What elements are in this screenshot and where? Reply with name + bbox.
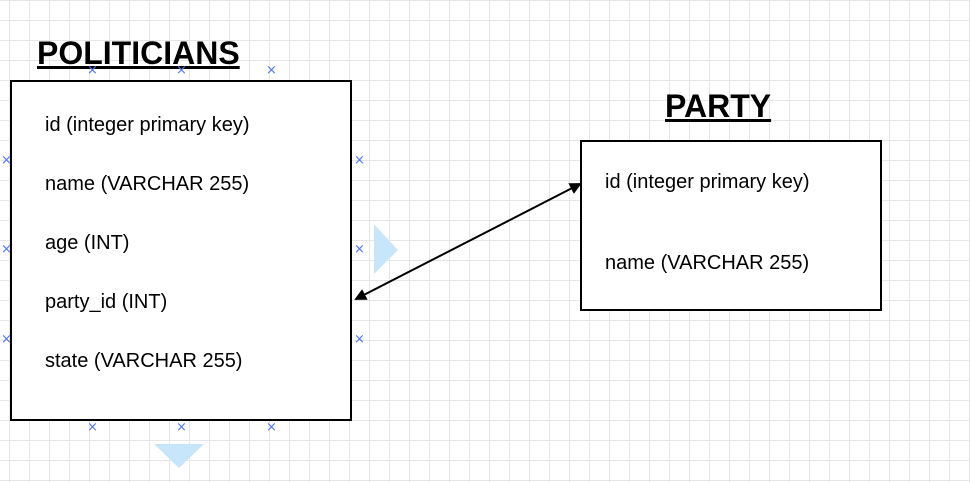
politicians-field-party-id[interactable]: party_id (INT) bbox=[45, 291, 168, 313]
party-title[interactable]: PARTY bbox=[665, 88, 772, 124]
politicians-field-name[interactable]: name (VARCHAR 255) bbox=[45, 173, 250, 195]
party-field-id[interactable]: id (integer primary key) bbox=[605, 171, 810, 193]
connection-point-x-icon[interactable]: × bbox=[1, 242, 12, 257]
party-id-to-party-edge[interactable] bbox=[354, 183, 582, 300]
connection-point-x-icon[interactable]: × bbox=[87, 63, 98, 78]
hover-direction-arrow-icon[interactable] bbox=[154, 444, 206, 470]
connection-point-x-icon[interactable]: × bbox=[1, 332, 12, 347]
connection-point-x-icon[interactable]: × bbox=[266, 63, 277, 78]
politicians-table[interactable]: id (integer primary key) name (VARCHAR 2… bbox=[10, 80, 352, 421]
connection-point-x-icon[interactable]: × bbox=[1, 153, 12, 168]
politicians-field-id[interactable]: id (integer primary key) bbox=[45, 114, 250, 136]
connection-point-x-icon[interactable]: × bbox=[176, 420, 187, 435]
connection-point-x-icon[interactable]: × bbox=[176, 63, 187, 78]
politicians-field-age[interactable]: age (INT) bbox=[45, 232, 130, 254]
connection-point-x-icon[interactable]: × bbox=[354, 153, 365, 168]
politicians-title[interactable]: POLITICIANS bbox=[37, 35, 240, 71]
politicians-field-state[interactable]: state (VARCHAR 255) bbox=[45, 350, 243, 372]
party-field-name[interactable]: name (VARCHAR 255) bbox=[605, 252, 810, 274]
connection-point-x-icon[interactable]: × bbox=[354, 332, 365, 347]
connection-point-x-icon[interactable]: × bbox=[266, 420, 277, 435]
connection-point-x-icon[interactable]: × bbox=[87, 420, 98, 435]
